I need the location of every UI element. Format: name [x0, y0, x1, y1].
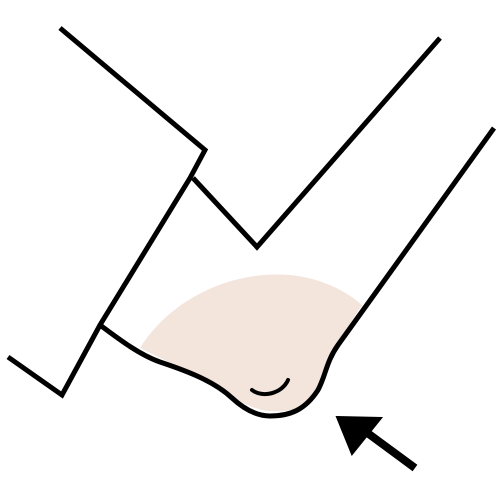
arrow-icon: [335, 415, 418, 472]
forearm-lower-outline: [98, 126, 497, 419]
elbow-crease: [250, 378, 290, 397]
sleeve-outline: [6, 26, 209, 399]
forearm-upper-outline: [191, 36, 442, 251]
elbow-skin-area: [140, 274, 362, 412]
